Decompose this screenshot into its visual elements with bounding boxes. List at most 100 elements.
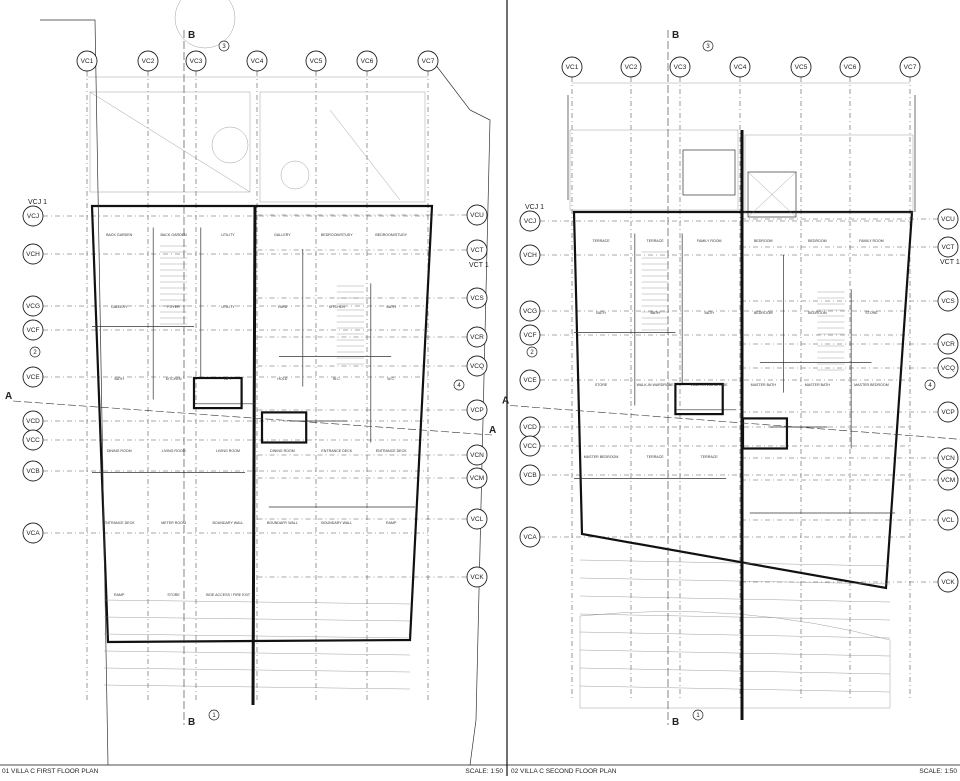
second-grid-bubble-right-8-label: VCL <box>942 517 955 524</box>
second-grid-bubble-top-1-circle <box>620 56 642 78</box>
second-section-mark-a-left: A <box>502 396 509 407</box>
first-section-line-a <box>12 400 493 436</box>
first-grid-bubble-right-9: VCK <box>466 566 488 588</box>
first-grid-bubble-top-4: VC5 <box>305 50 327 72</box>
second-elevation-mark-label-1: 2 <box>530 350 534 356</box>
first-grid-bubble-left-0-circle <box>22 205 44 227</box>
second-room-label-9: BEDROOM <box>754 311 773 315</box>
second-grid-bubble-right-0-label: VCU <box>941 216 955 223</box>
second-grid-bubble-right-8-circle <box>937 509 959 531</box>
first-grid-bubble-left-2-circle <box>22 295 44 317</box>
second-grid-bubble-right-4: VCQ <box>937 357 959 379</box>
second-skylight-diag-2 <box>747 171 797 218</box>
second-room-label-13: WALK-IN WARDROBE <box>637 383 674 387</box>
first-grid-bubble-left-5-label: VCD <box>26 418 40 425</box>
second-elevation-mark-2 <box>702 40 714 52</box>
second-grid-bubble-left-8-circle <box>519 526 541 548</box>
first-deck-line-1 <box>103 616 411 622</box>
second-grid-bubble-top-6-circle <box>899 56 921 78</box>
second-room-label-11: STORE <box>865 311 878 315</box>
first-grid-bubble-right-4: VCQ <box>466 355 488 377</box>
second-room-label-0: TERRACE <box>592 239 610 243</box>
second-deck-line-6 <box>579 667 891 675</box>
second-grid-bubble-left-8-label: VCA <box>523 534 537 541</box>
second-elevation-mark-label-0: 1 <box>696 713 700 719</box>
second-room-label-16: MASTER BATH <box>805 383 831 387</box>
second-room-label-4: BEDROOM <box>808 239 827 243</box>
first-room-label-12: BATH <box>115 377 125 381</box>
first-grid-bubble-top-6-label: VC7 <box>422 58 435 65</box>
second-axis-label-1: VCT 1 <box>940 259 960 266</box>
second-room-label-2: FAMILY ROOM <box>697 239 722 243</box>
first-back-garden-right <box>259 91 426 203</box>
second-room-label-10: BEDROOM <box>808 311 827 315</box>
second-elevation-mark-label-3: 4 <box>928 383 932 389</box>
first-room-label-29: RAMP <box>386 521 397 525</box>
first-section-mark-a-left: A <box>5 391 12 402</box>
first-grid-bubble-left-3-label: VCF <box>27 327 40 334</box>
first-grid-bubble-left-4-circle <box>22 366 44 388</box>
second-grid-bubble-right-9-circle <box>937 571 959 593</box>
first-grid-bubble-left-3-circle <box>22 319 44 341</box>
second-grid-bubble-left-1-label: VCH <box>523 252 537 259</box>
second-deck-line-5 <box>579 649 891 657</box>
first-room-label-2: UTILITY <box>221 233 235 237</box>
second-grid-bubble-top-4-circle <box>790 56 812 78</box>
second-grid-bubble-right-4-circle <box>937 357 959 379</box>
first-meter-room-arc <box>174 0 236 49</box>
first-elevation-mark-2 <box>218 40 230 52</box>
second-grid-bubble-top-6: VC7 <box>899 56 921 78</box>
second-grid-bubble-left-4-label: VCE <box>523 377 537 384</box>
first-room-label-10: KITCHEN <box>329 305 345 309</box>
first-site-boundary-left <box>40 19 109 766</box>
first-room-label-7: FOYER <box>167 305 180 309</box>
second-grid-bubble-left-6-circle <box>519 435 541 457</box>
first-grid-bubble-right-1-circle <box>466 239 488 261</box>
first-grid-bubble-right-0: VCU <box>466 204 488 226</box>
first-grid-bubble-right-0-circle <box>466 204 488 226</box>
second-section-mark-b-bottom: B <box>672 717 679 728</box>
first-grid-bubble-top-5-circle <box>356 50 378 72</box>
second-plan-scale: SCALE: 1:50 <box>919 768 957 775</box>
first-grid-bubble-right-2-label: VCS <box>470 295 484 302</box>
first-grid-bubble-left-6: VCC <box>22 429 44 451</box>
second-elevation-mark-3 <box>924 379 936 391</box>
first-room-label-31: STORE <box>167 593 180 597</box>
first-grid-bubble-right-4-circle <box>466 355 488 377</box>
first-room-label-9: YARD <box>278 305 288 309</box>
first-deck-line-3 <box>103 650 411 656</box>
first-ramp-right <box>329 109 401 201</box>
first-grid-bubble-right-8: VCL <box>466 508 488 530</box>
first-room-label-27: BOUNDARY WALL <box>267 521 298 525</box>
second-grid-bubble-right-5-label: VCP <box>941 409 954 416</box>
second-grid-bubble-left-7-label: VCB <box>523 472 536 479</box>
second-elevation-mark-1 <box>526 346 538 358</box>
second-lower-terrace <box>579 611 891 709</box>
second-grid-bubble-right-0-circle <box>937 208 959 230</box>
second-grid-bubble-left-0-label: VCJ <box>524 218 536 225</box>
second-grid-bubble-right-2-label: VCS <box>941 298 955 305</box>
second-grid-bubble-left-6-label: VCC <box>523 443 537 450</box>
first-grid-bubble-top-1-circle <box>137 50 159 72</box>
second-grid-bubble-left-5: VCD <box>519 416 541 438</box>
second-room-label-20: TERRACE <box>701 455 719 459</box>
second-grid-bubble-left-5-label: VCD <box>523 424 537 431</box>
second-grid-bubble-right-3-label: VCR <box>941 341 955 348</box>
first-room-label-21: DINING ROOM <box>270 449 295 453</box>
second-grid-bubble-top-2-label: VC3 <box>674 64 687 71</box>
first-grid-bubble-top-1: VC2 <box>137 50 159 72</box>
first-grid-bubble-right-7-circle <box>466 467 488 489</box>
second-building-outline <box>572 210 914 590</box>
second-grid-bubble-top-2-circle <box>669 56 691 78</box>
first-axis-label-0: VCJ 1 <box>28 199 47 206</box>
second-grid-bubble-right-6-circle <box>937 447 959 469</box>
second-room-label-19: TERRACE <box>647 455 665 459</box>
first-grid-bubble-top-3-label: VC4 <box>251 58 264 65</box>
second-grid-bubble-top-3-label: VC4 <box>734 64 747 71</box>
second-room-label-6: BATH <box>596 311 606 315</box>
first-room-label-22: ENTRANCE DECK <box>321 449 352 453</box>
second-section-mark-b-top: B <box>672 30 679 41</box>
second-grid-bubble-right-3-circle <box>937 333 959 355</box>
second-grid-bubble-top-3-circle <box>729 56 751 78</box>
